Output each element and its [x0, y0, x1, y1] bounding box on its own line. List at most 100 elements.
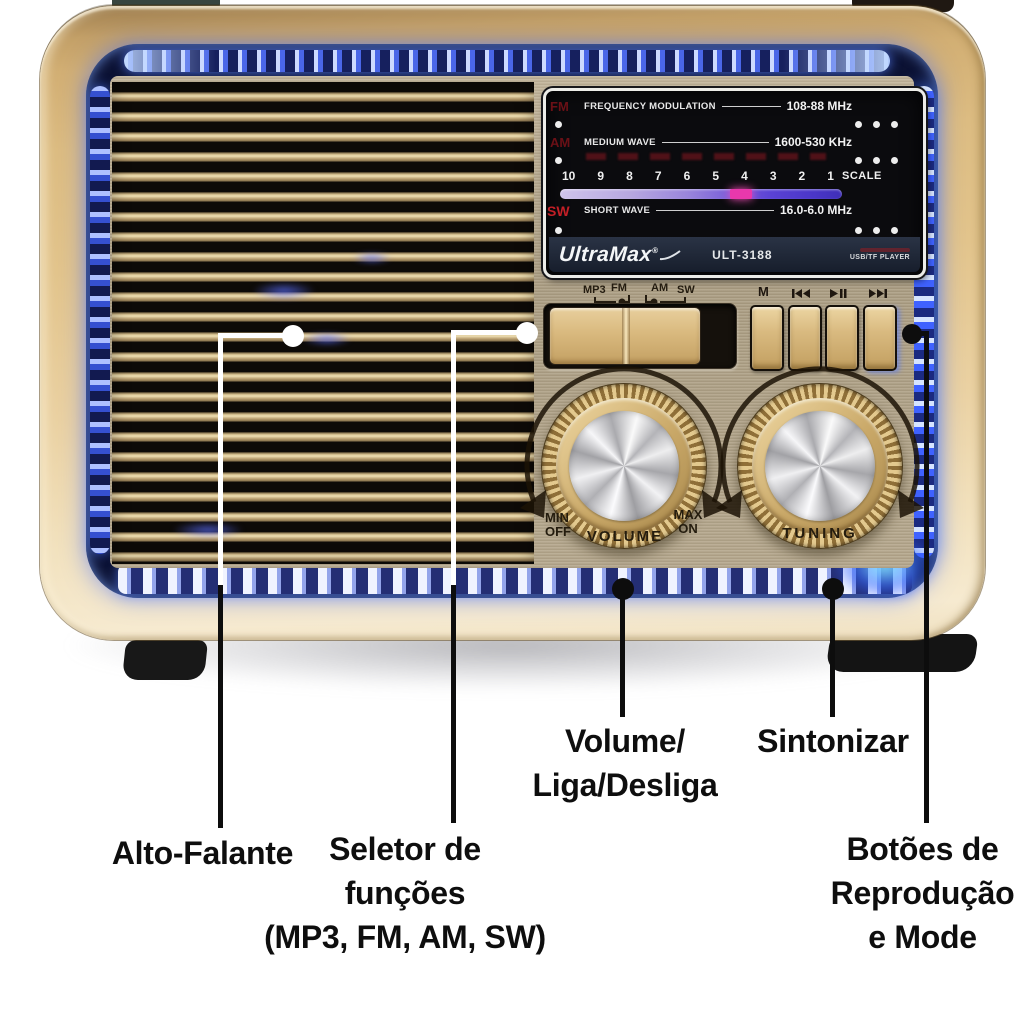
- callout-line-tuning: [830, 589, 835, 717]
- callout-line-selector: [451, 330, 456, 585]
- model-number: ULT-3188: [712, 247, 773, 262]
- selector-label-am: AM: [651, 282, 669, 294]
- tuning-arrow-icon: [716, 366, 924, 518]
- dial-row-fm: FREQUENCY MODULATION 108-88 MHz: [584, 99, 852, 113]
- callout-line-selector: [451, 585, 456, 823]
- scale-tick: 10: [562, 169, 576, 183]
- callout-dot-selector: [516, 322, 538, 344]
- scale-tick: 3: [769, 169, 777, 183]
- annotation-line: funções: [344, 875, 466, 911]
- tuning-knob-cap: [765, 411, 875, 521]
- dial-row-name: MEDIUM WAVE: [584, 136, 656, 148]
- volume-max-label: MAX ON: [668, 508, 708, 536]
- scale-tick: 2: [798, 169, 806, 183]
- volume-arrow-icon: [520, 366, 728, 518]
- band-label-sw: SW: [547, 203, 570, 219]
- brand-name: UltraMax: [558, 242, 653, 266]
- annotation-tuning: Sintonizar: [757, 723, 909, 759]
- mode-button: [750, 305, 784, 371]
- dial-indicator-dot: [855, 157, 862, 164]
- mode-button-label: M: [758, 284, 769, 299]
- volume-caption: VOLUME: [586, 528, 664, 545]
- dial-indicator-dot: [855, 227, 862, 234]
- slider-ridge: [622, 308, 630, 364]
- player-label: USB/TF PLAYER: [849, 254, 910, 261]
- band-label-am: AM: [550, 135, 571, 150]
- selector-labels: MP3 FM AM SW: [543, 281, 743, 307]
- led-strip-bottom: [118, 564, 912, 594]
- dial-indicator-dot: [873, 121, 880, 128]
- volume-knob-cap: [569, 411, 679, 521]
- scale-tick: 5: [712, 169, 720, 183]
- dial-indicator-dot: [873, 227, 880, 234]
- dial-row-sw: SHORT WAVE 16.0-6.0 MHz: [584, 203, 852, 217]
- logo-swoosh-icon: [659, 249, 681, 260]
- dial-row-range: 108-88 MHz: [786, 99, 852, 113]
- dial-row-name: FREQUENCY MODULATION: [584, 100, 716, 112]
- scale-label: SCALE: [842, 170, 882, 182]
- play-pause-icon: [830, 289, 847, 298]
- annotation-line: Reprodução: [830, 875, 1015, 911]
- radio-foot-left: [121, 640, 209, 680]
- annotation-line: Liga/Desliga: [532, 767, 718, 803]
- dial-row-dash: [656, 209, 774, 211]
- player-text-block: USB/TF PLAYER: [850, 248, 910, 261]
- dial-row-dash: [721, 105, 781, 107]
- annotation-line: e Mode: [868, 919, 977, 955]
- annotation-line: Botões de: [846, 831, 999, 867]
- tuning-knob: [716, 366, 924, 549]
- tuning-needle: [730, 189, 752, 199]
- annotation-line: (MP3, FM, AM, SW): [264, 919, 546, 955]
- scale-tick: 8: [626, 169, 633, 183]
- logo-bar: UltraMax® ULT-3188 USB/TF PLAYER: [549, 237, 920, 272]
- tuning-scale-bar: [560, 189, 842, 199]
- callout-line-speaker: [218, 333, 294, 338]
- dial-indicator-dot: [891, 227, 898, 234]
- function-selector-slider: [549, 307, 701, 365]
- callout-line-selector: [451, 330, 527, 335]
- band-label-fm: FM: [550, 99, 569, 114]
- dial-row-dash: [661, 141, 769, 143]
- annotation-line: Volume/: [565, 723, 685, 759]
- min-text: MIN: [545, 510, 569, 525]
- scale-tick: 7: [654, 169, 662, 183]
- dial-indicator-dot: [891, 157, 898, 164]
- selector-label-fm: FM: [611, 282, 627, 294]
- faint-frequency-numbers: [586, 153, 826, 160]
- scale-tick: 6: [683, 169, 691, 183]
- callout-line-playback: [912, 331, 928, 336]
- tuning-caption: TUNING: [782, 525, 858, 542]
- dial-panel: FM FREQUENCY MODULATION 108-88 MHz AM ME…: [543, 88, 926, 278]
- play-pause-button: [825, 305, 859, 371]
- dial-row-range: 16.0-6.0 MHz: [779, 203, 852, 217]
- scale-tick: 4: [741, 169, 748, 183]
- scale-tick: 1: [827, 169, 834, 183]
- callout-line-speaker: [218, 585, 223, 828]
- volume-knob: [520, 366, 728, 549]
- led-strip-top: [124, 50, 890, 72]
- speaker-grille: [112, 82, 534, 564]
- small-red-text: [860, 248, 910, 252]
- dial-row-range: 1600-530 KHz: [774, 135, 852, 149]
- dial-indicator-dot: [873, 157, 880, 164]
- callout-line-playback: [924, 331, 929, 823]
- off-text: OFF: [545, 524, 571, 539]
- led-reflection: [172, 522, 244, 538]
- prev-icon: [792, 289, 810, 298]
- annotation-volume: Volume/ Liga/Desliga: [510, 719, 740, 807]
- led-reflection: [252, 282, 316, 300]
- registered-mark: ®: [651, 245, 659, 255]
- volume-min-label: MIN OFF: [545, 511, 571, 539]
- led-reflection: [302, 332, 352, 346]
- dial-indicator-dot: [891, 121, 898, 128]
- led-reflection: [352, 252, 392, 264]
- selector-label-sw: SW: [677, 284, 695, 296]
- next-button: [863, 305, 897, 371]
- dial-row-name: SHORT WAVE: [584, 204, 651, 216]
- annotation-selector: Seletor de funções (MP3, FM, AM, SW): [255, 827, 555, 959]
- dial-row-am: MEDIUM WAVE 1600-530 KHz: [584, 135, 852, 149]
- max-text: MAX: [673, 507, 703, 522]
- next-icon: [869, 289, 887, 298]
- dial-indicator-dot: [555, 121, 562, 128]
